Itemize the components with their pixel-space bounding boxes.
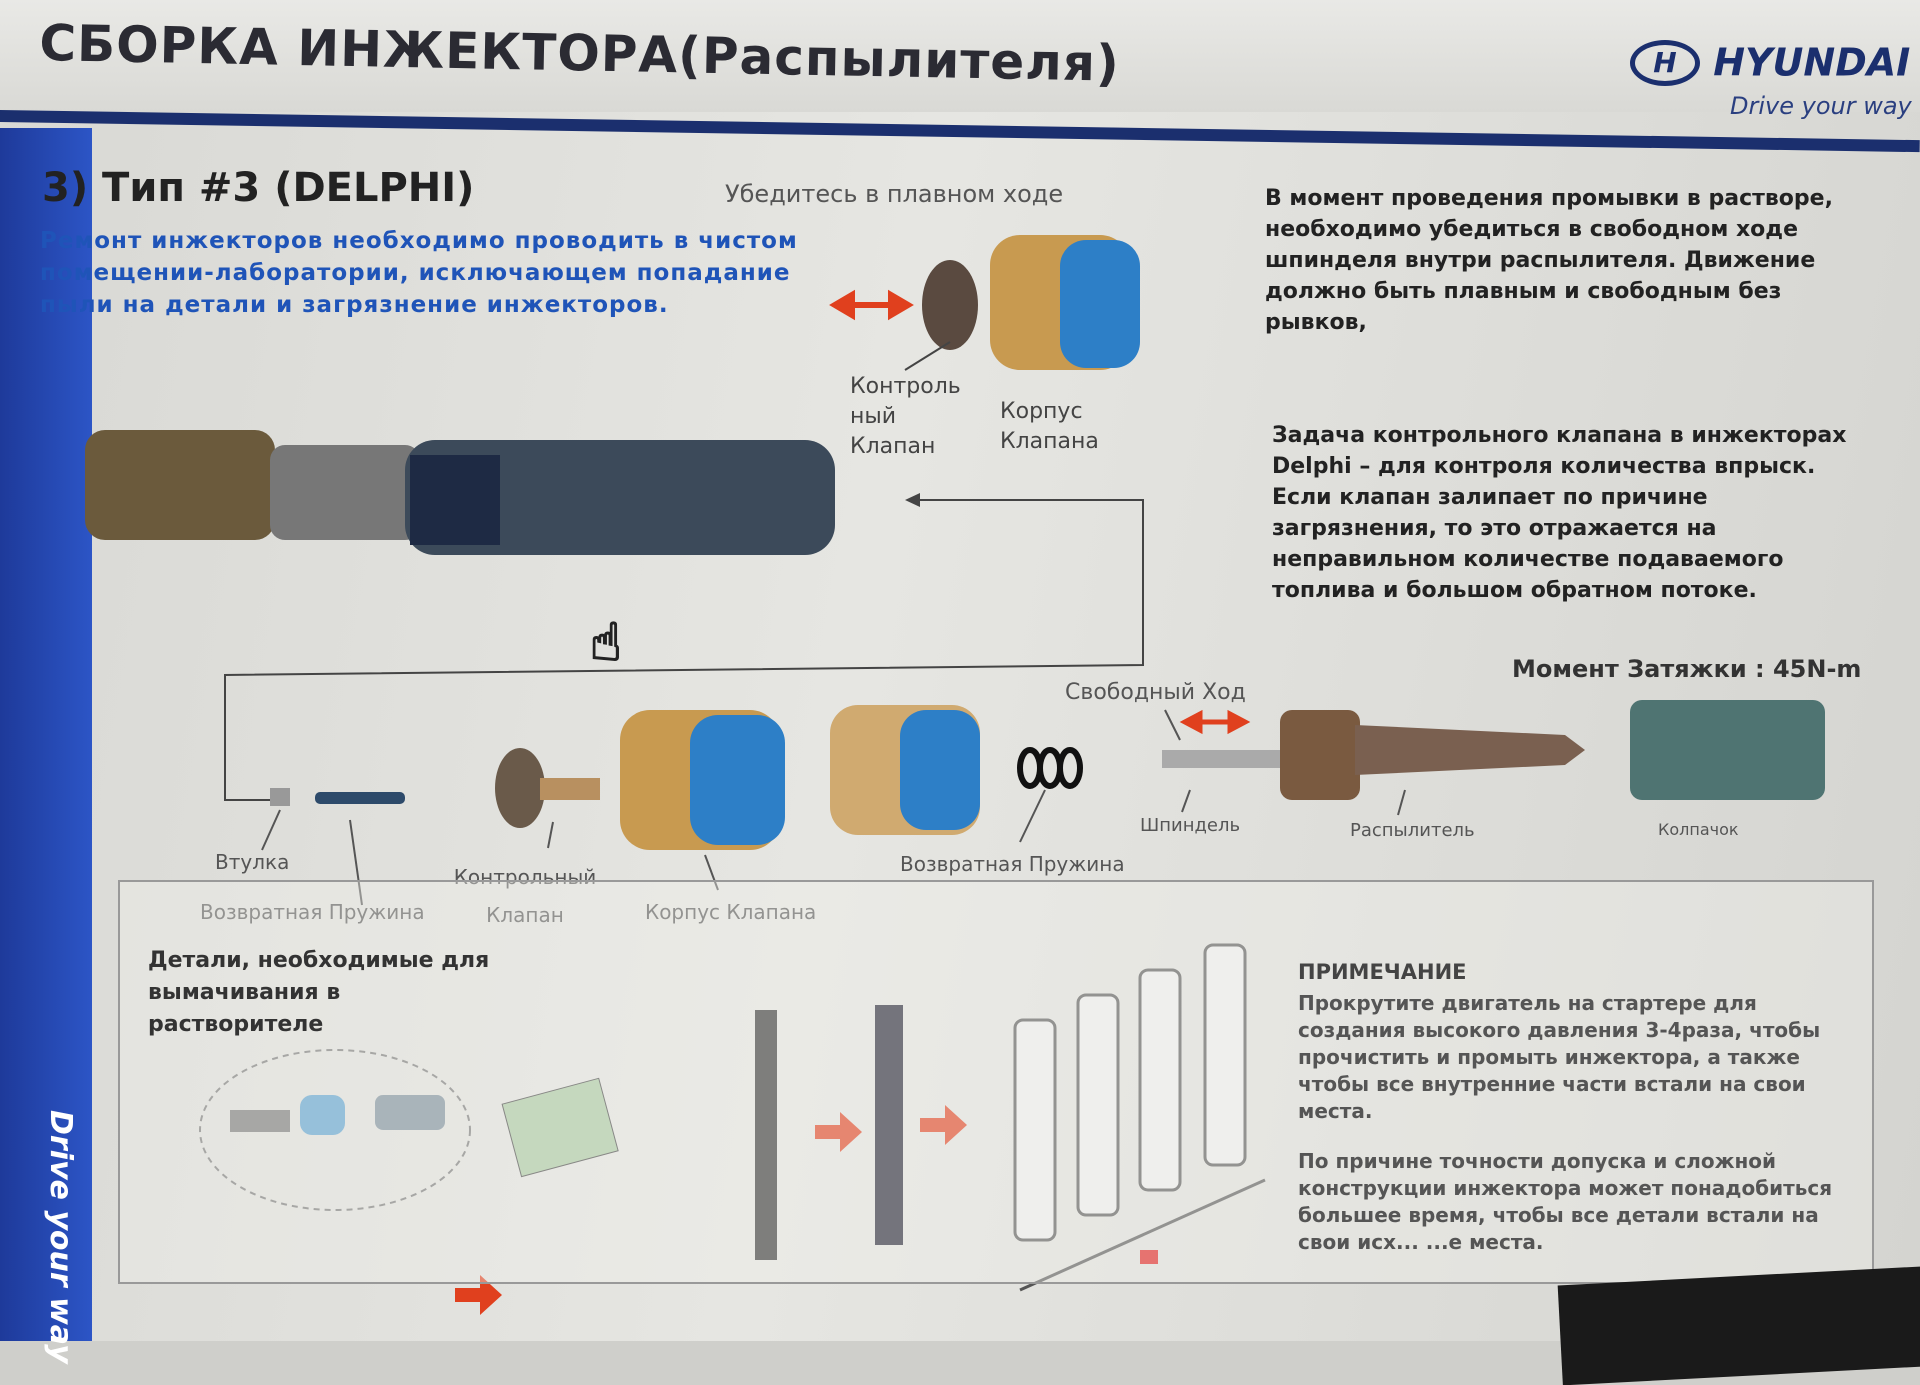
free-play-arrow-icon xyxy=(1179,709,1251,735)
note-heading: ПРИМЕЧАНИЕ xyxy=(1298,960,1467,984)
valve-body-part2-blue-face xyxy=(900,710,980,830)
spring-coil-image xyxy=(1017,747,1083,789)
intro-text: Ремонт инжекторов необходимо проводить в… xyxy=(40,228,798,318)
leader-line xyxy=(904,341,951,371)
label-nozzle: Распылитель xyxy=(1350,820,1475,841)
label-control-valve: Контрольный Клапан xyxy=(453,865,597,927)
label-return-spring-2: Возвратная Пружина xyxy=(900,852,1125,876)
smooth-check-label: Убедитесь в плавном ходе xyxy=(725,180,1064,208)
parts-group-outline xyxy=(199,1049,471,1211)
hyundai-h-icon: H xyxy=(1630,39,1700,86)
hyundai-logo: H HYUNDAI xyxy=(1630,38,1910,86)
label-leader-lines xyxy=(261,709,1406,906)
header-bar xyxy=(0,0,1920,112)
soak-box-title: Детали, необходимые для вымачивания в ра… xyxy=(148,948,490,1037)
torque-label: Момент Затяжки : 45N-m xyxy=(1512,655,1862,683)
brand-tagline: Drive your way xyxy=(1730,92,1912,120)
tray-image xyxy=(501,1077,619,1178)
label-valve-body: Корпус Клапана xyxy=(645,900,817,924)
side-band xyxy=(0,128,92,1341)
control-valve-stem xyxy=(540,778,600,800)
soak-parts-image xyxy=(230,1095,445,1135)
injector-vertical-image xyxy=(755,1010,777,1260)
brand-name: HYUNDAI xyxy=(1713,40,1911,85)
return-spring-image xyxy=(315,792,405,804)
label-free-play: Свободный Ход xyxy=(1065,680,1246,705)
note-text-2: По причине точности допуска и сложной ко… xyxy=(1298,1149,1833,1254)
spindle-image xyxy=(1162,750,1282,768)
injector-rack-image xyxy=(1013,943,1266,1292)
injector-diagram: ☝ xyxy=(85,235,1825,1315)
label-spindle: Шпиндель xyxy=(1140,815,1241,836)
nozzle-image xyxy=(1280,710,1585,800)
flow-arrow-icon xyxy=(455,1105,967,1315)
valve-body-part-blue-face xyxy=(690,715,785,845)
valve-body-blue-face xyxy=(1060,240,1140,368)
label-valve-body-top: Корпус Клапана xyxy=(1000,399,1099,454)
label-bushing: Втулка xyxy=(215,850,290,874)
hand-pointer-icon: ☝ xyxy=(590,613,622,673)
label-return-spring-1: Возвратная Пружина xyxy=(200,900,425,924)
control-valve-image xyxy=(922,260,978,350)
label-cap: Колпачок xyxy=(1658,820,1739,839)
rack-marker xyxy=(1140,1250,1158,1264)
injector-vertical-image-2 xyxy=(875,1005,903,1245)
double-arrow-icon xyxy=(829,289,914,321)
injector-image xyxy=(85,430,835,555)
flush-text: В момент проведения промывки в растворе,… xyxy=(1265,186,1833,335)
soak-parts-box xyxy=(118,880,1874,1284)
flow-line xyxy=(224,499,1144,801)
flow-arrowhead xyxy=(905,493,920,507)
note-text-1: Прокрутите двигатель на стартере для соз… xyxy=(1298,991,1821,1123)
cap-image xyxy=(1630,700,1825,800)
control-valve-part-image xyxy=(495,748,545,828)
label-control-valve-top: Контроль ный Клапан xyxy=(850,374,961,459)
section-subtitle: 3) Тип #3 (DELPHI) xyxy=(42,165,475,211)
monitor-bezel xyxy=(1557,1264,1920,1385)
valve-text: Задача контрольного клапана в инжекторах… xyxy=(1272,423,1847,603)
bushing-image xyxy=(270,788,290,806)
